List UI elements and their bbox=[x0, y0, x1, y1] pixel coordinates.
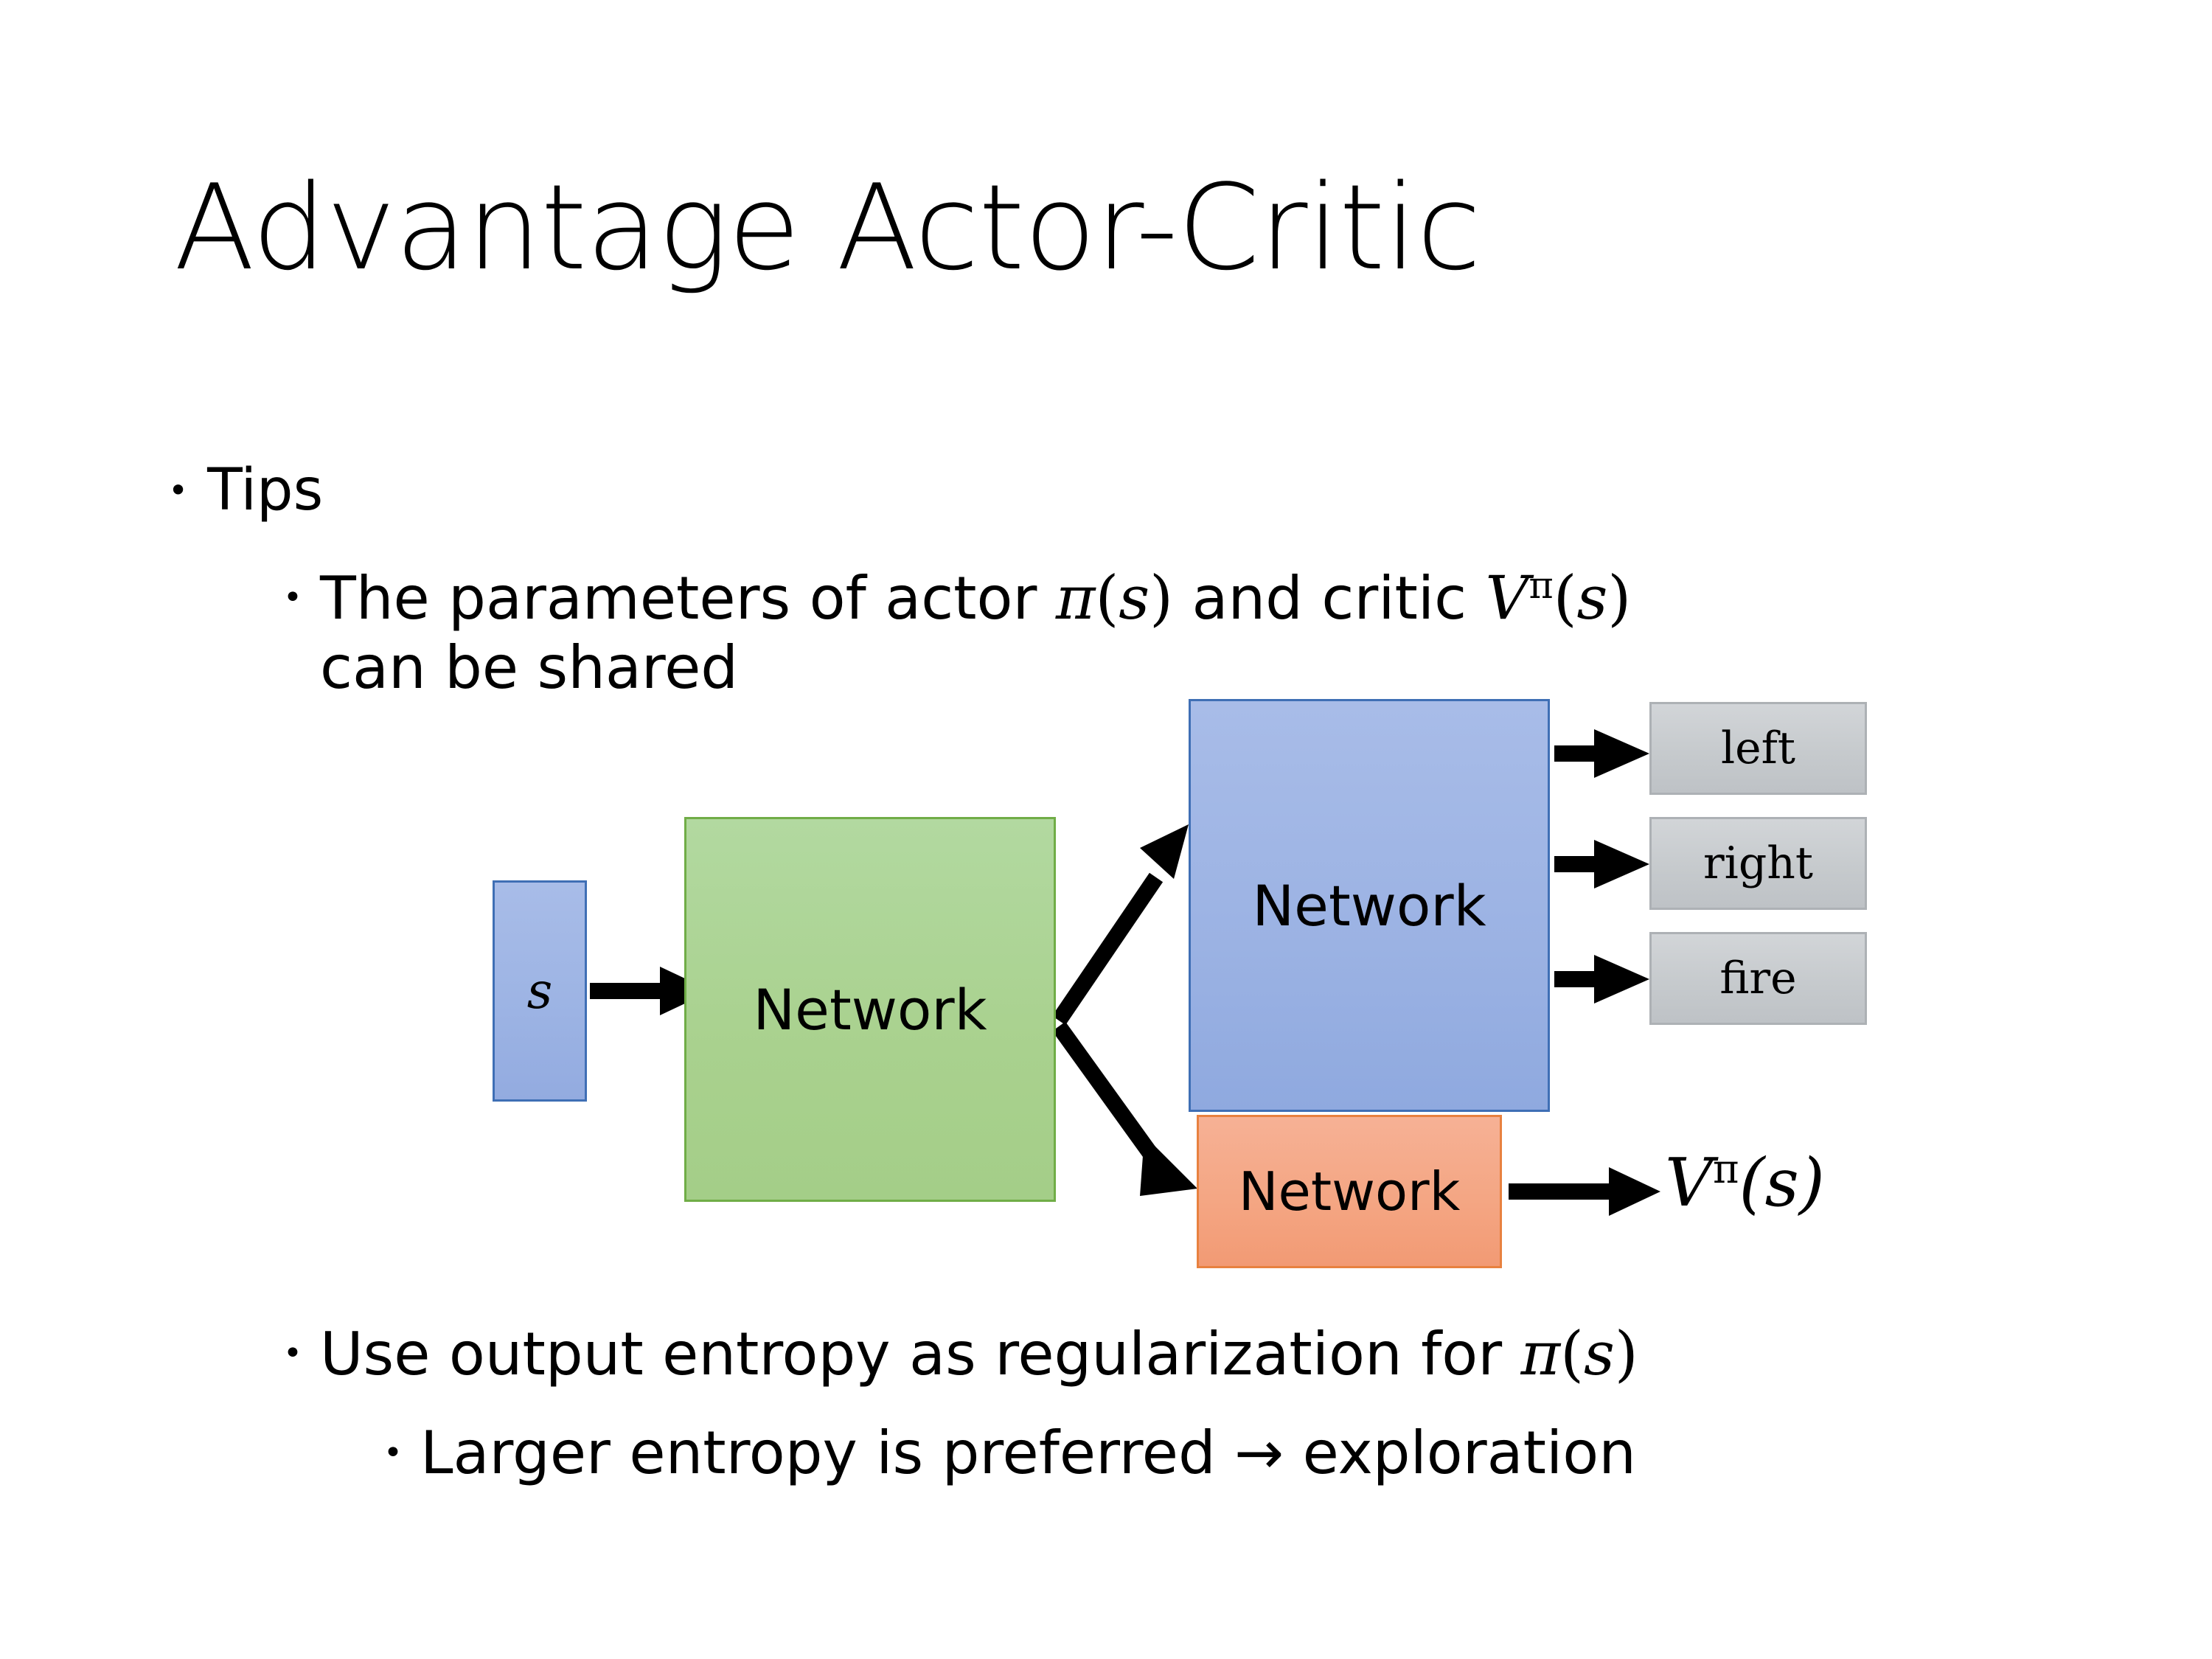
bullet-marker-icon: • bbox=[283, 579, 302, 616]
entropy-text-part1: Use output entropy as regularization for bbox=[319, 1320, 1521, 1388]
shared-network-label: Network bbox=[753, 976, 987, 1043]
diagram-action-right-box[interactable]: right bbox=[1649, 817, 1867, 910]
arrow-shared-to-actor-network bbox=[1051, 824, 1189, 1026]
bullet-entropy-label: Use output entropy as regularization for… bbox=[319, 1319, 1638, 1390]
pi-superscript: π bbox=[1528, 563, 1554, 607]
pi-symbol: π bbox=[1520, 1319, 1561, 1389]
open-paren: ( bbox=[1095, 563, 1119, 633]
diagram-actor-network-box[interactable]: Network bbox=[1189, 699, 1550, 1112]
page-title: Advantage Actor-Critic bbox=[174, 159, 1481, 296]
close-paren: ) bbox=[1607, 563, 1632, 633]
open-paren: ( bbox=[1553, 563, 1577, 633]
v-symbol: V bbox=[1665, 1144, 1713, 1222]
arrow-actor-to-fire bbox=[1554, 955, 1649, 1004]
action-right-label: right bbox=[1703, 838, 1814, 889]
close-paren: ) bbox=[1150, 563, 1174, 633]
math-critic-value: Vπ(s) bbox=[1486, 563, 1632, 633]
arrow-actor-to-left bbox=[1554, 729, 1649, 778]
arrow-actor-to-right bbox=[1554, 840, 1649, 888]
bullet-shared-parameters: • The parameters of actor π(s) and criti… bbox=[283, 563, 2126, 702]
action-fire-label: fire bbox=[1719, 953, 1797, 1004]
open-paren: ( bbox=[1560, 1319, 1584, 1389]
action-left-label: left bbox=[1720, 723, 1795, 774]
bullet-entropy-regularization: • Use output entropy as regularization f… bbox=[283, 1319, 1638, 1390]
bullet-exploration-label: Larger entropy is preferred → exploratio… bbox=[420, 1419, 1636, 1487]
diagram-critic-network-box[interactable]: Network bbox=[1197, 1115, 1502, 1268]
bullet-marker-icon: • bbox=[168, 470, 189, 510]
bullet-shared-parameters-label: The parameters of actor π(s) and critic … bbox=[319, 563, 1632, 702]
bullet-marker-icon: • bbox=[283, 1335, 302, 1372]
shared-text-part3: can be shared bbox=[319, 633, 739, 702]
bullet-tips-label: Tips bbox=[207, 457, 324, 524]
s-symbol: s bbox=[1584, 1319, 1615, 1389]
diagram-input-state-box[interactable]: s bbox=[493, 880, 587, 1102]
diagram-value-output-label: Vπ(s) bbox=[1665, 1144, 1825, 1222]
diagram-action-left-box[interactable]: left bbox=[1649, 702, 1867, 795]
bullet-marker-icon: • bbox=[383, 1434, 403, 1472]
value-argument: (s) bbox=[1739, 1144, 1825, 1222]
critic-network-label: Network bbox=[1238, 1161, 1461, 1222]
shared-text-part2: and critic bbox=[1173, 564, 1486, 633]
arrow-shared-to-critic-network bbox=[1052, 1021, 1197, 1196]
bullet-exploration: • Larger entropy is preferred → explorat… bbox=[383, 1419, 1636, 1488]
diagram-action-fire-box[interactable]: fire bbox=[1649, 932, 1867, 1025]
state-symbol-label: s bbox=[526, 962, 553, 1020]
v-symbol: V bbox=[1485, 563, 1529, 633]
math-actor-policy: π(s) bbox=[1056, 563, 1173, 633]
diagram-shared-network-box[interactable]: Network bbox=[684, 817, 1056, 1202]
pi-superscript: π bbox=[1713, 1146, 1739, 1192]
pi-symbol: π bbox=[1055, 563, 1096, 633]
close-paren: ) bbox=[1614, 1319, 1638, 1389]
math-policy: π(s) bbox=[1521, 1319, 1638, 1389]
actor-network-label: Network bbox=[1252, 872, 1486, 939]
s-symbol: s bbox=[1576, 563, 1608, 633]
shared-text-part1: The parameters of actor bbox=[319, 564, 1056, 633]
bullet-tips: • Tips bbox=[168, 457, 323, 524]
arrow-critic-to-value bbox=[1509, 1167, 1660, 1216]
s-symbol: s bbox=[1119, 563, 1150, 633]
